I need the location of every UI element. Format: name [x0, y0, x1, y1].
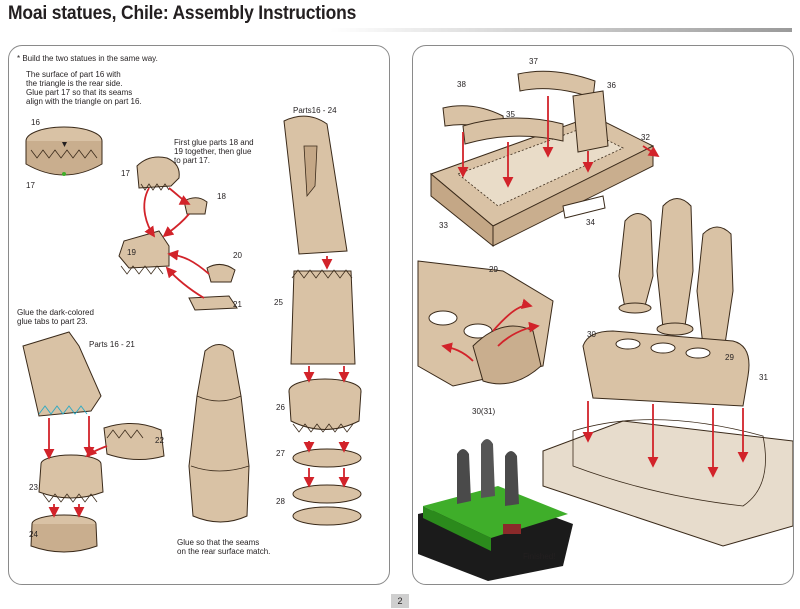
- part-label-16: 16: [31, 118, 40, 127]
- note-seams-line-2: on the rear surface match.: [177, 547, 271, 556]
- part-label-26: 26: [276, 403, 285, 412]
- assembled-statue-body: [188, 344, 250, 523]
- stand-with-holes: [542, 330, 793, 547]
- part-label-19: 19: [127, 248, 136, 257]
- part-label-32: 32: [641, 133, 650, 142]
- part-label-29-head: 29: [489, 265, 498, 274]
- part-16-17-collar: [25, 126, 103, 176]
- part-label-23: 23: [29, 483, 38, 492]
- part-label-24: 24: [29, 530, 38, 539]
- note-first-line-3: to part 17.: [174, 156, 211, 165]
- part-label-38: 38: [457, 80, 466, 89]
- head-pieces-17-18-19: [118, 156, 238, 311]
- page-number: 2: [391, 594, 409, 608]
- part-label-21: 21: [233, 300, 242, 309]
- part-label-20: 20: [233, 251, 242, 260]
- finished-model-photo: [418, 439, 573, 581]
- right-instructions-panel: 38 35 37 36 32 33 34 29 30 29 31 30(31) …: [412, 45, 794, 585]
- part-label-25: 25: [274, 298, 283, 307]
- part-label-33: 33: [439, 221, 448, 230]
- note-dark-line-1: Glue the dark-colored: [17, 308, 94, 317]
- note-rear-line-4: align with the triangle on part 16.: [26, 97, 142, 106]
- right-illustrations: [417, 70, 793, 581]
- part-label-29-stand: 29: [725, 353, 734, 362]
- part-label-30-31: 30(31): [472, 407, 496, 416]
- heading-parts-16-24: Parts16 - 24: [293, 106, 337, 115]
- note-seams-line-1: Glue so that the seams: [177, 538, 260, 547]
- lower-assembly-16-21: [22, 331, 165, 553]
- statue-parts-16-24: [283, 115, 362, 526]
- part-label-28: 28: [276, 497, 285, 506]
- three-statues: [618, 198, 734, 353]
- part-label-17-collar: 17: [26, 181, 35, 190]
- finished-label: Finished!: [523, 552, 556, 561]
- part-label-17-head: 17: [121, 169, 130, 178]
- part-label-22: 22: [155, 436, 164, 445]
- page-title: Moai statues, Chile: Assembly Instructio…: [8, 3, 357, 24]
- heading-parts-16-21: Parts 16 - 21: [89, 340, 135, 349]
- base-parts-32-38: [430, 70, 660, 248]
- part-label-35: 35: [506, 110, 515, 119]
- left-instructions-panel: * Build the two statues in the same way.…: [8, 45, 390, 585]
- note-dark-line-2: glue tabs to part 23.: [17, 317, 88, 326]
- note-rear-line-2: the triangle is the rear side.: [26, 79, 123, 88]
- note-build-same: * Build the two statues in the same way.: [17, 54, 158, 63]
- note-first-line-2: 19 together, then glue: [174, 147, 252, 156]
- part-label-34: 34: [586, 218, 595, 227]
- part-label-36: 36: [607, 81, 616, 90]
- title-rule: [330, 28, 792, 32]
- note-rear-line-3: Glue part 17 so that its seams: [26, 88, 133, 97]
- note-rear-line-1: The surface of part 16 with: [26, 70, 121, 79]
- part-label-31: 31: [759, 373, 768, 382]
- part-label-37: 37: [529, 57, 538, 66]
- part-label-18: 18: [217, 192, 226, 201]
- part-label-27: 27: [276, 449, 285, 458]
- part-label-30: 30: [587, 330, 596, 339]
- head-detail-29-30: [417, 260, 554, 387]
- note-first-line-1: First glue parts 18 and: [174, 138, 254, 147]
- left-illustrations: [22, 115, 362, 553]
